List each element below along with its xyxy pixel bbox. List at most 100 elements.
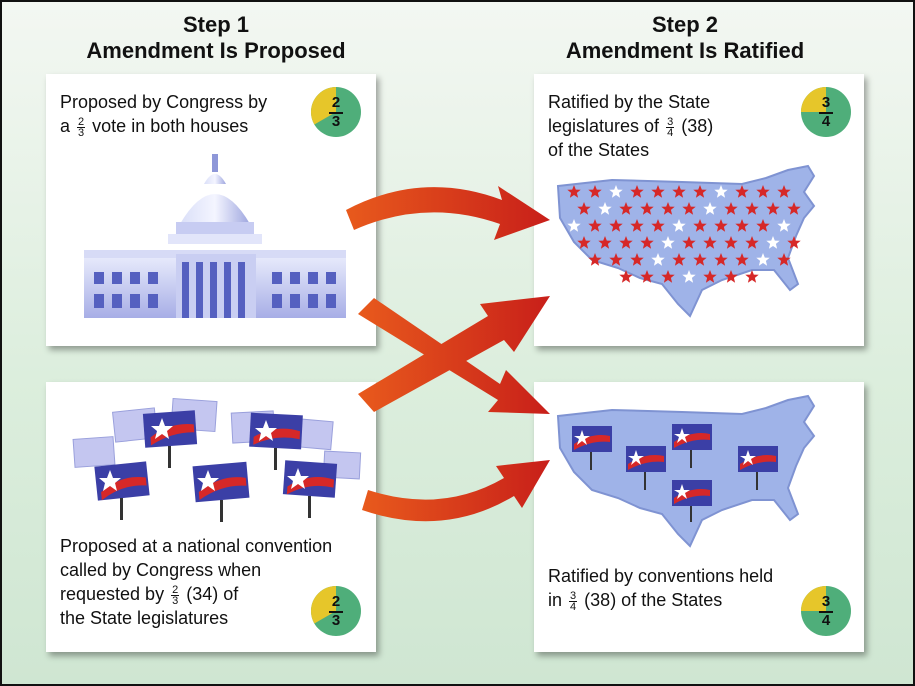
convention-proposal-line1: Proposed at a national convention: [60, 536, 333, 556]
state-star: [651, 253, 665, 266]
state-star: [651, 219, 665, 232]
state-star: [682, 202, 696, 215]
capitol-building-icon: [84, 154, 346, 318]
state-star: [577, 202, 591, 215]
state-star: [756, 253, 770, 266]
state-star: [703, 236, 717, 249]
state-star: [756, 219, 770, 232]
state-star: [787, 236, 801, 249]
step2-label: Step 2: [651, 12, 719, 37]
state-star: [567, 185, 581, 198]
state-star: [745, 202, 759, 215]
arrow-convention-to-conventions: [362, 460, 550, 522]
legislatures-pie-den: 4: [821, 113, 831, 130]
state-star: [661, 236, 675, 249]
state-star: [630, 253, 644, 266]
congress-line1: Proposed by Congress by: [60, 92, 268, 112]
step2-title: Amendment Is Ratified: [565, 38, 805, 63]
convention-proposal-pie-icon: 2 3: [310, 585, 362, 637]
state-star: [714, 185, 728, 198]
state-star: [630, 219, 644, 232]
step1-heading: Step 1 Amendment Is Proposed: [66, 12, 366, 64]
state-star: [577, 236, 591, 249]
state-star: [640, 236, 654, 249]
convention-proposal-line4: the State legislatures: [60, 608, 229, 628]
step1-label: Step 1: [182, 12, 250, 37]
us-map-signs-icon: [556, 394, 816, 548]
state-star: [672, 219, 686, 232]
legislatures-line2-pre: legislatures of: [548, 116, 660, 136]
state-star: [630, 185, 644, 198]
convention-proposal-line3-post: (34) of: [186, 584, 239, 604]
state-star: [588, 219, 602, 232]
state-star: [598, 236, 612, 249]
state-star: [714, 253, 728, 266]
state-star: [567, 219, 581, 232]
state-star: [693, 219, 707, 232]
state-star: [703, 202, 717, 215]
state-star: [661, 202, 675, 215]
state-star: [745, 270, 759, 283]
state-star: [693, 185, 707, 198]
state-star: [661, 270, 675, 283]
state-star: [619, 270, 633, 283]
arrow-congress-to-conventions: [358, 298, 550, 414]
state-star: [735, 185, 749, 198]
state-star: [777, 253, 791, 266]
arrow-convention-to-legislatures: [358, 296, 550, 412]
congress-pie-icon: 2 3: [310, 86, 362, 138]
state-star: [598, 202, 612, 215]
congress-pie-num: 2: [331, 94, 341, 111]
state-star: [777, 219, 791, 232]
congress-line2-post: vote in both houses: [92, 116, 249, 136]
legislatures-line2-post: (38): [681, 116, 714, 136]
conventions-line2-pre: in: [548, 590, 563, 610]
conventions-pie-num: 3: [821, 593, 831, 610]
arrow-congress-to-legislatures: [346, 186, 550, 240]
conventions-line2-post: (38) of the States: [584, 590, 723, 610]
state-star: [609, 253, 623, 266]
state-star: [588, 185, 602, 198]
congress-pie-den: 3: [331, 113, 341, 130]
state-star: [703, 270, 717, 283]
state-star: [640, 202, 654, 215]
state-star: [724, 236, 738, 249]
conventions-line1: Ratified by conventions held: [548, 566, 774, 586]
convention-proposal-pie-den: 3: [331, 612, 341, 629]
step2-heading: Step 2 Amendment Is Ratified: [535, 12, 835, 64]
conventions-pie-den: 4: [821, 612, 831, 629]
state-star: [766, 236, 780, 249]
convention-proposal-pie-num: 2: [331, 593, 341, 610]
state-star: [619, 236, 633, 249]
state-star: [745, 236, 759, 249]
state-star: [724, 270, 738, 283]
legislatures-pie-icon: 3 4: [800, 86, 852, 138]
state-star: [640, 270, 654, 283]
convention-proposal-line2: called by Congress when: [60, 560, 262, 580]
convention-proposal-line3-pre: requested by: [60, 584, 165, 604]
state-star: [609, 219, 623, 232]
state-star: [682, 270, 696, 283]
state-star: [651, 185, 665, 198]
state-star: [777, 185, 791, 198]
panel-convention-proposal: Proposed at a national convention called…: [46, 382, 376, 652]
protest-signs-icon: [72, 397, 362, 522]
us-map-stars-icon: [556, 164, 816, 318]
congress-line2-pre: a: [60, 116, 71, 136]
state-star: [724, 202, 738, 215]
